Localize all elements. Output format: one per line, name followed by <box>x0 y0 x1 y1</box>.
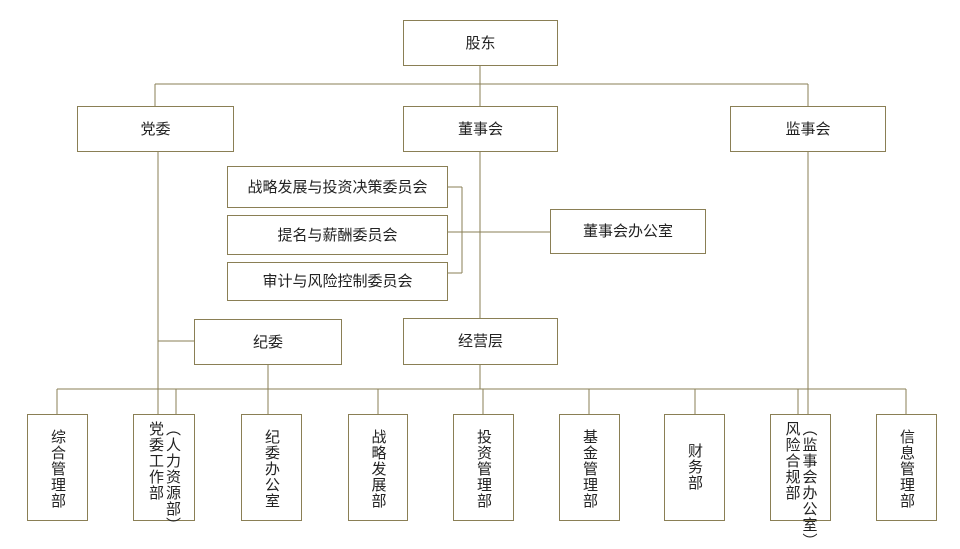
node-dept-general-management: 综合管理部 <box>27 414 88 521</box>
dept-name: 财务部 <box>686 443 704 491</box>
node-shareholders: 股东 <box>403 20 558 66</box>
node-dept-risk-compliance: 风险合规部 （监事会办公室） <box>770 414 831 549</box>
node-board: 董事会 <box>403 106 558 152</box>
node-dept-information: 信息管理部 <box>876 414 937 521</box>
dept-name: 党委工作部 <box>147 421 165 501</box>
dept-name: 风险合规部 <box>783 421 802 501</box>
node-dept-fund: 基金管理部 <box>559 414 620 521</box>
node-label: 党委 <box>140 119 171 138</box>
node-committee-audit: 审计与风险控制委员会 <box>227 262 448 301</box>
node-label: 经营层 <box>457 332 503 350</box>
node-dept-finance: 财务部 <box>664 414 725 521</box>
node-label: 董事会办公室 <box>582 222 673 240</box>
dept-note: （人力资源部） <box>164 421 182 533</box>
dept-name: 纪委办公室 <box>263 429 281 509</box>
node-management: 经营层 <box>403 318 558 365</box>
node-label: 董事会 <box>457 119 503 138</box>
node-dept-strategy: 战略发展部 <box>348 414 408 521</box>
node-label: 审计与风险控制委员会 <box>262 272 413 290</box>
dept-name: 基金管理部 <box>581 429 599 509</box>
node-committee-nomination: 提名与薪酬委员会 <box>227 215 448 255</box>
dept-name: 投资管理部 <box>475 429 493 509</box>
node-label: 战略发展与投资决策委员会 <box>247 177 428 196</box>
dept-note: （监事会办公室） <box>800 421 819 549</box>
dept-name: 综合管理部 <box>49 429 67 509</box>
node-label: 股东 <box>465 33 496 52</box>
node-committee-strategy: 战略发展与投资决策委员会 <box>227 166 448 208</box>
node-dept-discipline-office: 纪委办公室 <box>241 414 302 521</box>
dept-name: 战略发展部 <box>369 429 388 509</box>
dept-name: 信息管理部 <box>898 429 916 509</box>
node-discipline-committee: 纪委 <box>194 319 342 365</box>
node-board-office: 董事会办公室 <box>550 209 706 254</box>
node-label: 纪委 <box>252 332 283 351</box>
node-dept-party-work: 党委工作部 （人力资源部） <box>133 414 195 533</box>
node-party-committee: 党委 <box>77 106 234 152</box>
node-supervisors: 监事会 <box>730 106 886 152</box>
node-label: 提名与薪酬委员会 <box>277 225 398 244</box>
node-dept-investment: 投资管理部 <box>453 414 514 521</box>
node-label: 监事会 <box>785 119 831 138</box>
